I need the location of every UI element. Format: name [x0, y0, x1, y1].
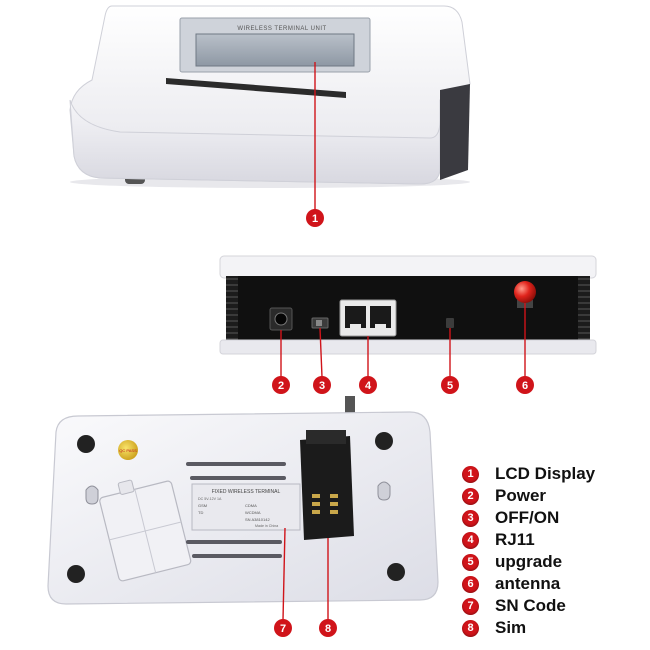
lcd-screen: [195, 33, 355, 67]
front-slot: [166, 78, 346, 98]
vent-line-1: [186, 462, 286, 466]
legend-item-lcd-display: 1 LCD Display: [462, 463, 642, 485]
rubber-foot-tl: [77, 435, 95, 453]
rj11-tab-a: [350, 324, 361, 330]
legend-label: SN Code: [495, 596, 566, 615]
legend-label: RJ11: [495, 530, 535, 549]
upgrade-port: [446, 318, 454, 328]
vent-line-2: [190, 476, 286, 480]
svg-text:3: 3: [319, 380, 325, 392]
callout-marker-4: 4: [359, 376, 377, 394]
side-vent: [440, 84, 470, 180]
bottom-view-device: QC PASS FIXED WIRELESS TERMINAL DC 5V-12…: [47, 396, 439, 605]
callout-marker-6: 6: [516, 376, 534, 394]
svg-text:4: 4: [365, 380, 372, 392]
legend-item-rj11: 4 RJ11: [462, 529, 642, 551]
svg-text:2: 2: [278, 380, 284, 392]
mount-slot-left: [85, 485, 99, 505]
legend-number: 1: [462, 465, 479, 483]
callout-marker-2: 2: [272, 376, 290, 394]
legend-number: 8: [462, 619, 479, 637]
svg-text:7: 7: [280, 623, 286, 635]
legend-item-sn-code: 7 SN Code: [462, 595, 642, 617]
mount-slot-right: [377, 481, 391, 501]
sn-label-dc: DC 5V-12V 1A: [198, 497, 222, 501]
svg-text:5: 5: [447, 380, 453, 392]
svg-text:1: 1: [312, 213, 318, 225]
legend-label: Sim: [495, 618, 527, 637]
sn-label-gsm: GSM: [198, 503, 207, 508]
legend-number: 7: [462, 597, 479, 615]
bottom-antenna: [345, 396, 355, 416]
legend: 1 LCD Display 2 Power 3 OFF/ON 4 RJ11 5 …: [462, 463, 642, 639]
legend-number: 5: [462, 553, 479, 571]
power-switch-knob: [316, 320, 322, 326]
lcd-caption: WIRELESS TERMINAL UNIT: [237, 26, 326, 32]
back-top-shell: [219, 255, 597, 279]
vent-left: [226, 276, 238, 342]
legend-label: LCD Display: [495, 464, 596, 483]
legend-item-sim: 8 Sim: [462, 617, 642, 639]
legend-item-off-on: 3 OFF/ON: [462, 507, 642, 529]
callout-marker-7: 7: [274, 619, 292, 637]
sn-label-sn: SN A3810142: [245, 517, 270, 522]
legend-label: upgrade: [495, 552, 563, 571]
legend-number: 3: [462, 509, 479, 527]
qc-sticker-text: QC PASS: [119, 448, 137, 453]
power-jack-hole: [274, 312, 288, 326]
callout-lines: [280, 62, 526, 621]
sn-label-td: TD: [198, 510, 203, 515]
back-bottom-shell: [219, 339, 597, 355]
sn-label-made: Made in China: [255, 524, 278, 528]
back-panel-device: [219, 255, 597, 355]
legend-number: 2: [462, 487, 479, 505]
rubber-foot-bl: [67, 565, 85, 583]
callout-marker-3: 3: [313, 376, 331, 394]
top-view-device: WIRELESS TERMINAL UNIT: [69, 5, 471, 188]
callout-marker-5: 5: [441, 376, 459, 394]
sn-label-cdma: CDMA: [245, 503, 257, 508]
rubber-foot-br: [387, 563, 405, 581]
rubber-foot-tr: [375, 432, 393, 450]
rj11-port-b: [370, 306, 391, 328]
sn-label-wcdma: WCDMA: [245, 510, 261, 515]
svg-text:8: 8: [325, 623, 331, 635]
legend-item-upgrade: 5 upgrade: [462, 551, 642, 573]
vent-right: [578, 276, 590, 342]
legend-item-power: 2 Power: [462, 485, 642, 507]
svg-text:6: 6: [522, 380, 528, 392]
legend-label: antenna: [495, 574, 561, 593]
legend-number: 6: [462, 575, 479, 593]
sn-label: [191, 483, 301, 531]
legend-number: 4: [462, 531, 479, 549]
qc-sticker: [118, 440, 138, 460]
legend-label: Power: [495, 486, 547, 505]
callout-marker-8: 8: [319, 619, 337, 637]
rj11-tab-b: [375, 324, 386, 330]
battery-cover: [99, 479, 192, 582]
callout-marker-1: 1: [306, 209, 324, 227]
rj11-port-a: [345, 306, 366, 328]
sn-label-title: FIXED WIRELESS TERMINAL: [212, 489, 281, 495]
antenna-connector: [514, 281, 536, 303]
legend-label: OFF/ON: [495, 508, 560, 527]
vent-line-3: [186, 540, 282, 544]
vent-line-4: [192, 554, 282, 558]
legend-item-antenna: 6 antenna: [462, 573, 642, 595]
sim-holder: [300, 430, 354, 540]
